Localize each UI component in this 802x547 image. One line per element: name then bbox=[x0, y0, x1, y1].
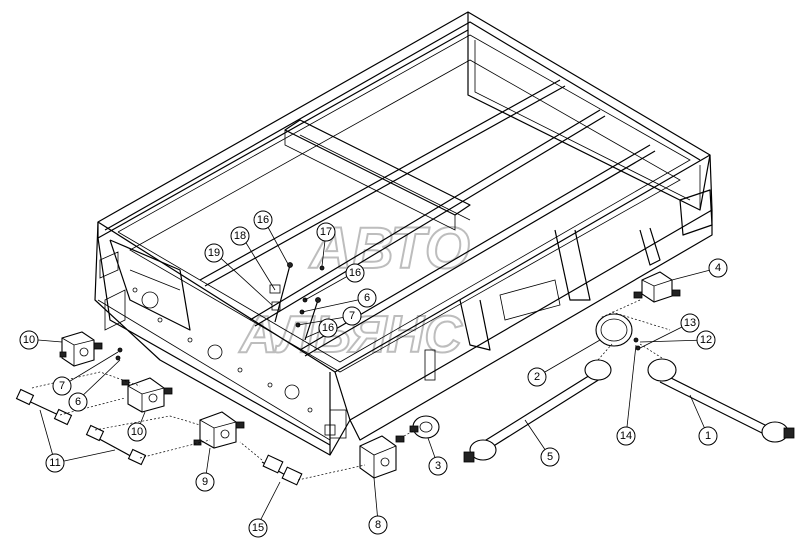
callout-13: 13 bbox=[680, 313, 700, 333]
bolt-16c bbox=[304, 299, 319, 341]
callout-label: 15 bbox=[252, 522, 264, 534]
callout-label: 6 bbox=[364, 292, 370, 304]
watermark-line1: АВТО bbox=[308, 216, 470, 281]
clamp-12 bbox=[633, 337, 639, 343]
bolt-16a bbox=[274, 264, 291, 323]
callout-label: 3 bbox=[435, 460, 441, 472]
callout-1: 1 bbox=[698, 426, 718, 446]
callout-4: 4 bbox=[708, 258, 728, 278]
callout-label: 10 bbox=[23, 334, 35, 346]
callout-6b: 6 bbox=[357, 288, 377, 308]
callout-17: 17 bbox=[316, 222, 336, 242]
callout-label: 18 bbox=[234, 230, 246, 242]
callout-7a: 7 bbox=[52, 376, 72, 396]
callout-6a: 6 bbox=[68, 392, 88, 412]
callout-label: 5 bbox=[547, 451, 553, 463]
ring-2 bbox=[595, 313, 641, 351]
callout-7b: 7 bbox=[342, 306, 362, 326]
callout-19: 19 bbox=[204, 243, 224, 263]
callout-label: 7 bbox=[59, 380, 65, 392]
callout-label: 7 bbox=[349, 310, 355, 322]
gearbox-8 bbox=[359, 435, 405, 479]
callout-label: 12 bbox=[700, 334, 712, 346]
shaft-1 bbox=[647, 358, 795, 443]
callout-18: 18 bbox=[230, 226, 250, 246]
clamp-13 bbox=[635, 345, 641, 351]
callout-label: 4 bbox=[715, 262, 721, 274]
callout-label: 16 bbox=[322, 322, 334, 334]
callout-5: 5 bbox=[540, 447, 560, 467]
gearbox-4 bbox=[633, 271, 681, 303]
callout-label: 2 bbox=[534, 371, 540, 383]
callout-label: 1 bbox=[705, 430, 711, 442]
callout-9: 9 bbox=[195, 472, 215, 492]
callout-10a: 10 bbox=[19, 330, 39, 350]
callout-8: 8 bbox=[368, 515, 388, 535]
callout-label: 16 bbox=[349, 267, 361, 279]
callout-16a: 16 bbox=[253, 210, 273, 230]
gearbox-10b bbox=[121, 377, 173, 413]
callout-10b: 10 bbox=[127, 422, 147, 442]
shaft-5 bbox=[463, 359, 612, 463]
callout-12: 12 bbox=[696, 330, 716, 350]
frame-body bbox=[94, 11, 713, 456]
callout-label: 13 bbox=[684, 317, 696, 329]
callout-2: 2 bbox=[527, 367, 547, 387]
callout-label: 6 bbox=[75, 396, 81, 408]
shaft-15 bbox=[261, 454, 303, 486]
callout-label: 17 bbox=[320, 226, 332, 238]
callout-16b: 16 bbox=[345, 263, 365, 283]
callout-3: 3 bbox=[428, 456, 448, 476]
watermark: АВТО АЛЬЯНС bbox=[237, 215, 471, 365]
gearbox-10a bbox=[59, 331, 103, 367]
shaft-11 bbox=[15, 388, 147, 466]
callout-label: 11 bbox=[49, 457, 60, 469]
assembly-lines bbox=[31, 299, 671, 481]
callout-label: 19 bbox=[208, 247, 220, 259]
gearbox-9 bbox=[193, 411, 245, 449]
coupling-3 bbox=[409, 415, 440, 439]
callout-label: 14 bbox=[620, 430, 632, 442]
callout-label: 8 bbox=[375, 519, 381, 531]
callout-label: 9 bbox=[202, 476, 208, 488]
callout-15a: 15 bbox=[248, 518, 268, 538]
callout-16c: 16 bbox=[318, 318, 338, 338]
callout-11: 11 bbox=[45, 453, 65, 473]
callout-label: 16 bbox=[257, 214, 269, 226]
callout-label: 10 bbox=[131, 426, 143, 438]
callout-14: 14 bbox=[616, 426, 636, 446]
